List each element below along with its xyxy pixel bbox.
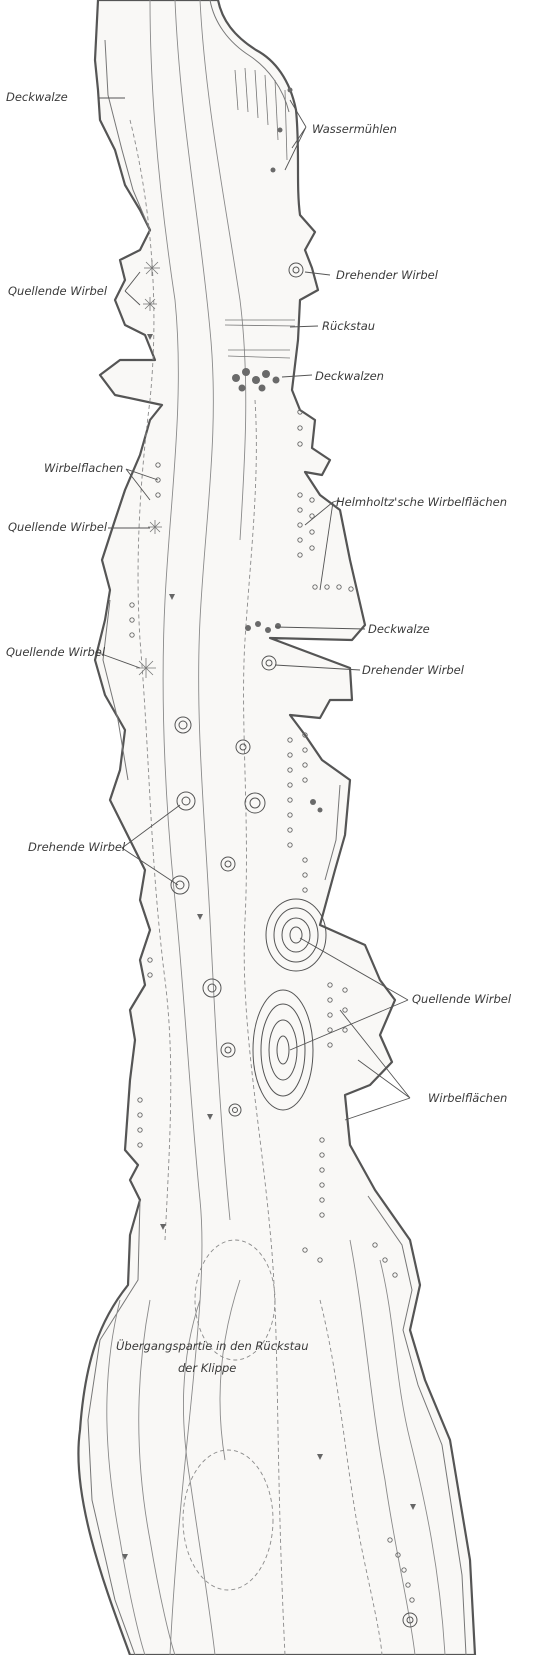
label-helmholtz: Helmholtz'sche Wirbelflächen [336, 495, 507, 509]
starburst-3 [148, 520, 162, 534]
label-deckwalze-top: Deckwalze [6, 90, 68, 104]
label-uebergang-2: der Klippe [178, 1361, 236, 1375]
label-quellende-wirbel-3: Quellende Wirbel [6, 645, 106, 659]
label-quellende-wirbel-4: Quellende Wirbel [412, 992, 512, 1006]
starburst-1 [144, 260, 160, 276]
river-outline [78, 0, 475, 1655]
label-wirbelflaechen-2: Wirbelflächen [428, 1091, 507, 1105]
label-wirbelflaechen-1: Wirbelflachen [44, 461, 123, 475]
label-drehender-wirbel-1: Drehender Wirbel [336, 268, 439, 282]
label-rueckstau: Rückstau [322, 319, 375, 333]
starburst-2 [143, 297, 157, 311]
label-deckwalzen: Deckwalzen [315, 369, 384, 383]
label-drehende-wirbel: Drehende Wirbel [28, 840, 126, 854]
label-wassermuehlen: Wassermühlen [312, 122, 397, 136]
label-deckwalze-mid: Deckwalze [368, 622, 430, 636]
label-uebergang-1: Übergangspartie in den Rückstau [116, 1337, 309, 1353]
label-drehender-wirbel-2: Drehender Wirbel [362, 663, 465, 677]
label-quellende-wirbel-2: Quellende Wirbel [8, 520, 108, 534]
label-quellende-wirbel-1: Quellende Wirbel [8, 284, 108, 298]
